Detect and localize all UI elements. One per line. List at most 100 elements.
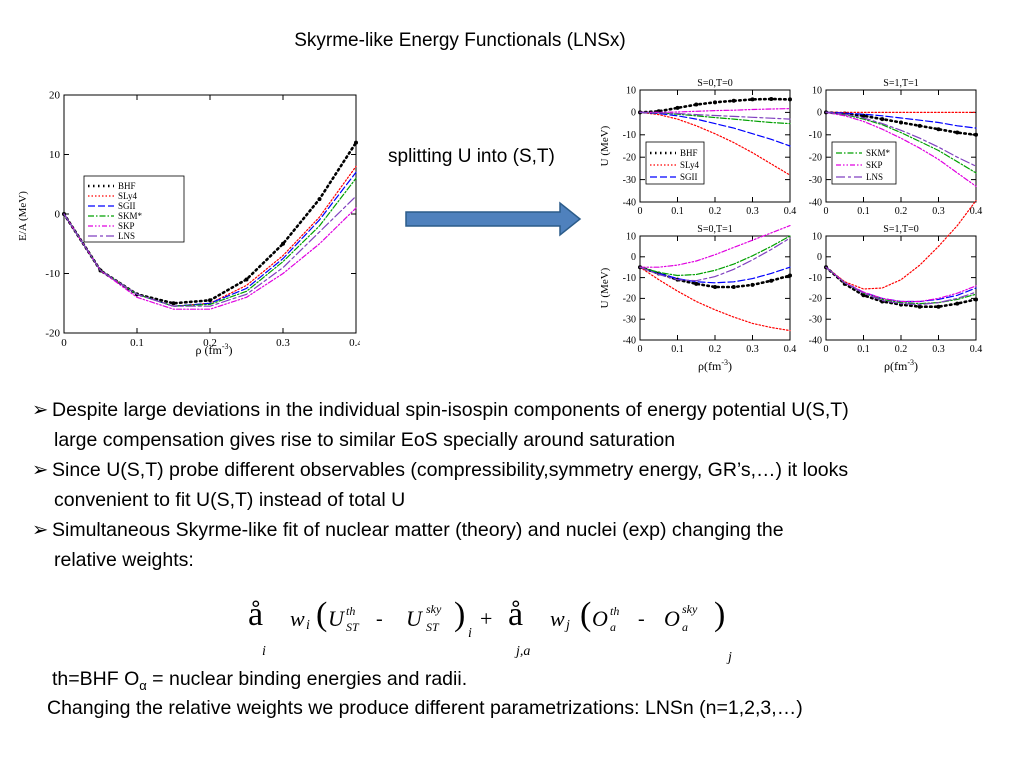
legend-a-label: BHF	[680, 148, 698, 158]
panel-title: S=1,T=1	[883, 78, 918, 89]
legend-b-label: SKP	[866, 160, 883, 170]
paren-close-2: )	[714, 596, 726, 633]
eos-legend-box-label: SKP	[118, 221, 135, 231]
panel3-xtick-label: 0.2	[709, 344, 722, 355]
panel-title: S=1,T=0	[883, 224, 918, 235]
panel4-ytick-label: -20	[809, 294, 822, 305]
panel1-ytick-label: -20	[623, 153, 636, 164]
panel1-xtick-label: 0.3	[746, 206, 759, 217]
eos-ytick-label: 20	[49, 90, 61, 102]
bhf-point	[281, 241, 285, 246]
panel1-xtick-label: 0.4	[784, 206, 797, 217]
legend-a-label: SLy4	[680, 160, 700, 170]
sum-sub-ja: j,a	[516, 644, 531, 659]
parametrization-line: Changing the relative weights we produce…	[47, 697, 803, 719]
eos-legend-box-label: SLy4	[118, 191, 138, 201]
panel1-ytick-label: 0	[631, 108, 636, 119]
minus-1: -	[376, 608, 383, 630]
bhf-point	[936, 127, 941, 132]
plus: +	[480, 606, 493, 631]
series-sly4-line	[639, 111, 791, 176]
eos-xtick-label: 0.4	[349, 337, 360, 349]
bhf-point	[788, 97, 792, 102]
paren-close-1: )	[454, 596, 466, 633]
bhf-point	[171, 301, 176, 306]
bhf-point	[317, 197, 322, 202]
arrow-shape	[405, 201, 582, 237]
bullet-arrow-icon: ➢	[32, 519, 49, 541]
panel-frame	[825, 235, 977, 341]
panel-ylabel: U (MeV)	[599, 125, 611, 166]
bhf-point	[750, 97, 755, 102]
panel2-ytick-label: -30	[809, 175, 822, 186]
sup-th-1: th	[346, 604, 356, 618]
panel-title: S=0,T=0	[697, 78, 732, 89]
bhf-point	[880, 117, 885, 122]
bhf-point	[955, 301, 960, 306]
series-skp-line	[639, 225, 791, 268]
panel3-ytick-label: 10	[626, 231, 636, 242]
panel3-xtick-label: 0.4	[784, 344, 797, 355]
minus-2: -	[638, 608, 645, 630]
series-skmstar-line	[825, 111, 977, 174]
bullet-2-line-2: convenient to fit U(S,T) instead of tota…	[54, 489, 406, 511]
bhf-point	[788, 273, 792, 278]
panel3-series	[638, 225, 792, 332]
eos-legend-box-label: SKM*	[118, 211, 143, 221]
U-sky: U	[406, 606, 422, 631]
bhf-point	[713, 284, 717, 289]
sub-a-1: a	[610, 620, 616, 634]
eos-ytick-label: 10	[49, 149, 61, 161]
panel3-ytick-label: -40	[623, 335, 636, 346]
bullet-item-1: ➢ Despite large deviations in the indivi…	[32, 395, 1017, 455]
panel4-xtick-label: 0	[824, 344, 829, 355]
panel2-ytick-label: -40	[809, 197, 822, 208]
bhf-point	[354, 140, 358, 145]
eos-xtick-label: 0.1	[130, 337, 144, 349]
weight-w-i: w	[290, 606, 305, 631]
series-sgii-line	[639, 266, 791, 284]
U-th: U	[328, 606, 344, 631]
sub-a-2: a	[682, 620, 688, 634]
bhf-point	[769, 278, 774, 283]
sub-ST-2: ST	[426, 620, 439, 634]
panel2-ytick-label: -10	[809, 130, 822, 141]
bullet-item-2: ➢ Since U(S,T) probe different observabl…	[32, 455, 1017, 515]
bhf-point	[694, 102, 699, 107]
panel2-xtick-label: 0.4	[970, 206, 983, 217]
spin-isospin-panels: S=0,T=0 U (MeV) 0 0.1 0.2 0.3 0.4 10 0 -10 -20 -30 -…	[599, 78, 983, 373]
bullet-arrow-icon: ➢	[32, 459, 49, 481]
eos-ticks: 00.10.20.30.420100-10-20	[45, 90, 360, 349]
sub-ST-1: ST	[346, 620, 359, 634]
panel2-ytick-label: -20	[809, 153, 822, 164]
panel4-ytick-label: -40	[809, 335, 822, 346]
panel4-xtick-label: 0.2	[895, 344, 908, 355]
splitting-label: splitting U into (S,T)	[388, 146, 555, 167]
bhf-point	[936, 304, 941, 309]
sup-th-2: th	[610, 604, 620, 618]
O-th: O	[592, 606, 608, 631]
series-sly4-line	[639, 266, 791, 332]
panel3-ytick-label: 0	[631, 252, 636, 263]
panel4-ytick-label: 10	[812, 231, 822, 242]
legend-a-label: SGII	[680, 172, 698, 182]
panel3-ytick-label: -10	[623, 273, 636, 284]
sum-symbol-1: å	[248, 596, 264, 633]
paren-sub-i: i	[468, 626, 472, 641]
panel2-xtick-label: 0.1	[857, 206, 870, 217]
panel4-xtick-label: 0.4	[970, 344, 983, 355]
eos-series	[62, 140, 358, 310]
panel1-xtick-label: 0	[638, 206, 643, 217]
legend-b-label: LNS	[866, 172, 883, 182]
panel2-xtick-label: 0.3	[932, 206, 945, 217]
series-sgii-line	[639, 111, 791, 147]
panel4-ytick-label: 0	[817, 252, 822, 263]
paren-open-1: (	[316, 596, 328, 633]
bhf-point	[974, 297, 978, 302]
